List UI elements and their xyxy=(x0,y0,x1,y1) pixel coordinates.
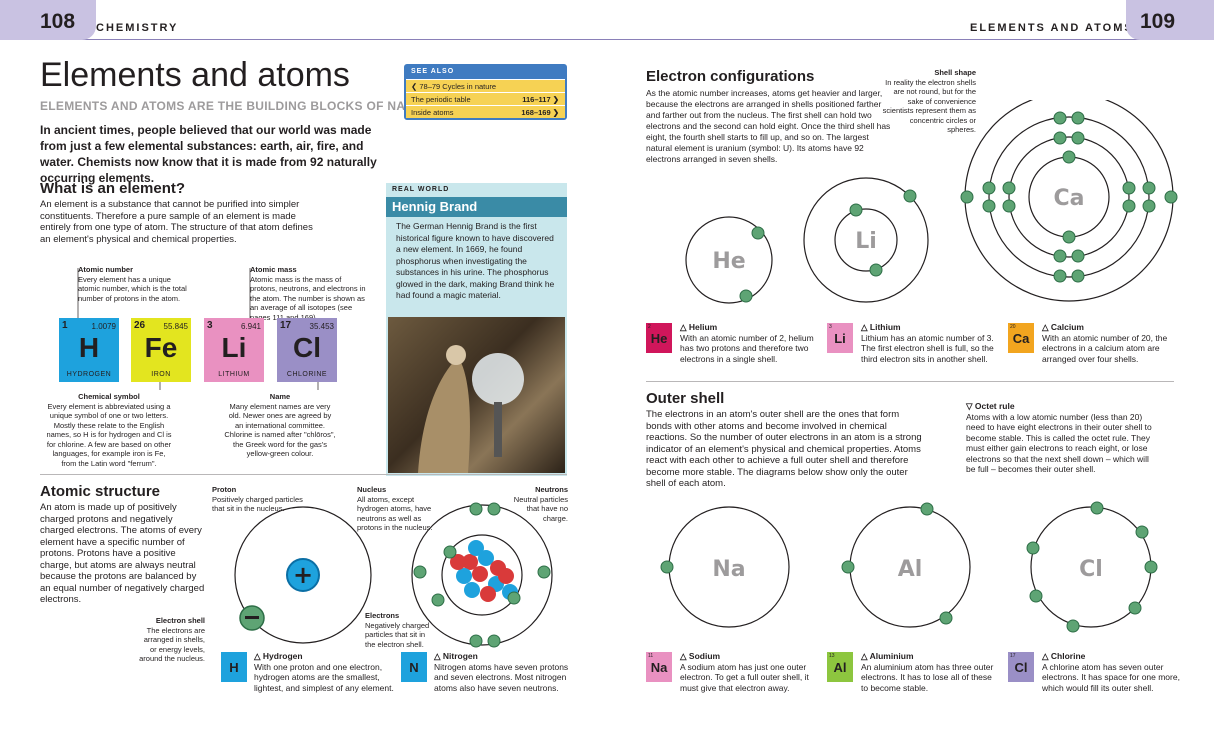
what-element-body: An element is a substance that cannot be… xyxy=(40,199,313,245)
real-world-title: Hennig Brand xyxy=(386,197,567,217)
section-divider xyxy=(40,474,567,475)
atomic-structure-body: An atom is made up of positively charged… xyxy=(40,502,205,605)
see-also-link[interactable]: ❮ 78–79 Cycles in nature xyxy=(406,79,565,92)
right-page-tab xyxy=(1126,0,1214,40)
right-page-number: 109 xyxy=(1140,10,1176,33)
page-title: Elements and atoms xyxy=(40,56,350,94)
atomic-structure-heading: Atomic structure xyxy=(40,483,161,500)
left-page-number: 108 xyxy=(40,10,76,33)
svg-text:He: He xyxy=(712,249,745,274)
svg-text:Cl: Cl xyxy=(1079,557,1103,582)
hennig-brand-painting xyxy=(388,317,565,473)
proton xyxy=(286,558,320,592)
see-also-box: SEE ALSO ❮ 78–79 Cycles in nature The pe… xyxy=(404,64,567,120)
svg-text:Al: Al xyxy=(898,557,923,582)
nitrogen-inner-shell xyxy=(441,534,523,616)
left-running-head: CHEMISTRY xyxy=(96,22,179,34)
page-subtitle: ELEMENTS AND ATOMS ARE THE BUILDING BLOC… xyxy=(40,99,442,113)
right-running-head: ELEMENTS AND ATOMS xyxy=(970,22,1134,34)
electron-config-body: As the atomic number increases, atoms ge… xyxy=(646,88,891,164)
real-world-text: The German Hennig Brand is the first his… xyxy=(396,221,555,300)
svg-text:Na: Na xyxy=(712,557,745,582)
see-also-label: SEE ALSO xyxy=(406,66,565,79)
hydrogen-mini-tile: H xyxy=(221,652,247,682)
nitrogen-outer-shell xyxy=(411,504,553,646)
electron-config-heading: Electron configurations xyxy=(646,68,815,85)
outer-shell-diagram: Na Al Cl xyxy=(660,501,1158,633)
svg-text:Ca: Ca xyxy=(1054,186,1085,211)
hydrogen-shell xyxy=(234,506,372,644)
nitrogen-mini-tile: N xyxy=(401,652,427,682)
svg-text:+: + xyxy=(293,561,313,589)
outer-shell-heading: Outer shell xyxy=(646,390,725,407)
outer-shell-body: The electrons in an atom's outer shell a… xyxy=(646,409,922,489)
page-header: 108 CHEMISTRY ELEMENTS AND ATOMS 109 xyxy=(0,0,1214,40)
electron-config-diagram: He Li Ca xyxy=(685,100,1178,304)
nitrogen-nucleus xyxy=(450,540,518,602)
section-divider xyxy=(646,381,1174,382)
atomic-structure-diagram: + xyxy=(234,502,553,648)
real-world-tag: REAL WORLD xyxy=(386,183,492,197)
lead-paragraph: In ancient times, people believed that o… xyxy=(40,123,377,185)
real-world-box: REAL WORLD Hennig Brand The German Henni… xyxy=(386,183,567,476)
left-page-tab xyxy=(0,0,96,40)
svg-text:Li: Li xyxy=(855,229,877,254)
what-element-heading: What is an element? xyxy=(40,180,186,197)
